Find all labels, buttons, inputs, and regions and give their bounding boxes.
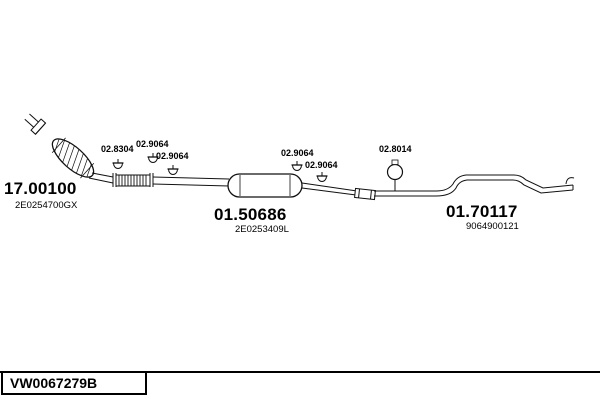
- part-code-rear-pipe: 9064900121: [466, 221, 519, 232]
- clamp-icon: [111, 158, 125, 170]
- ring-clamp-icon: [386, 159, 404, 191]
- clamp-label: 02.8304: [101, 144, 134, 154]
- reference-code: VW0067279B: [10, 375, 98, 391]
- flange-joint: [112, 173, 117, 187]
- clamp-icon: [290, 160, 304, 172]
- clamp-label: 02.9064: [281, 148, 314, 158]
- muffler-outlet-pipe: [301, 182, 358, 196]
- front-pipe: [88, 172, 114, 184]
- footer-divider-line: [0, 371, 600, 373]
- connector-sleeve: [354, 187, 376, 201]
- front-flange-icon: [24, 113, 47, 135]
- part-code-muffler: 2E0253409L: [235, 224, 289, 235]
- reference-box: VW0067279B: [1, 371, 147, 395]
- mid-pipe: [152, 176, 230, 187]
- clamp-label: 02.9064: [305, 160, 338, 170]
- clamp-icon: [315, 171, 329, 183]
- flange-joint-2: [149, 173, 154, 187]
- part-number-rear-pipe: 01.70117: [446, 202, 518, 221]
- catalytic-converter: [51, 132, 95, 184]
- middle-muffler: [227, 173, 303, 198]
- part-number-catalyst: 17.00100: [4, 179, 77, 198]
- clamp-label: 02.9064: [156, 151, 189, 161]
- clamp-label: 02.9064: [136, 139, 169, 149]
- clamp-icon: [166, 164, 180, 176]
- part-number-muffler: 01.50686: [214, 205, 287, 224]
- flex-pipe: [116, 174, 150, 187]
- clamp-label: 02.8014: [379, 144, 412, 154]
- rear-pipe: [374, 174, 575, 197]
- part-code-catalyst: 2E0254700GX: [15, 200, 78, 211]
